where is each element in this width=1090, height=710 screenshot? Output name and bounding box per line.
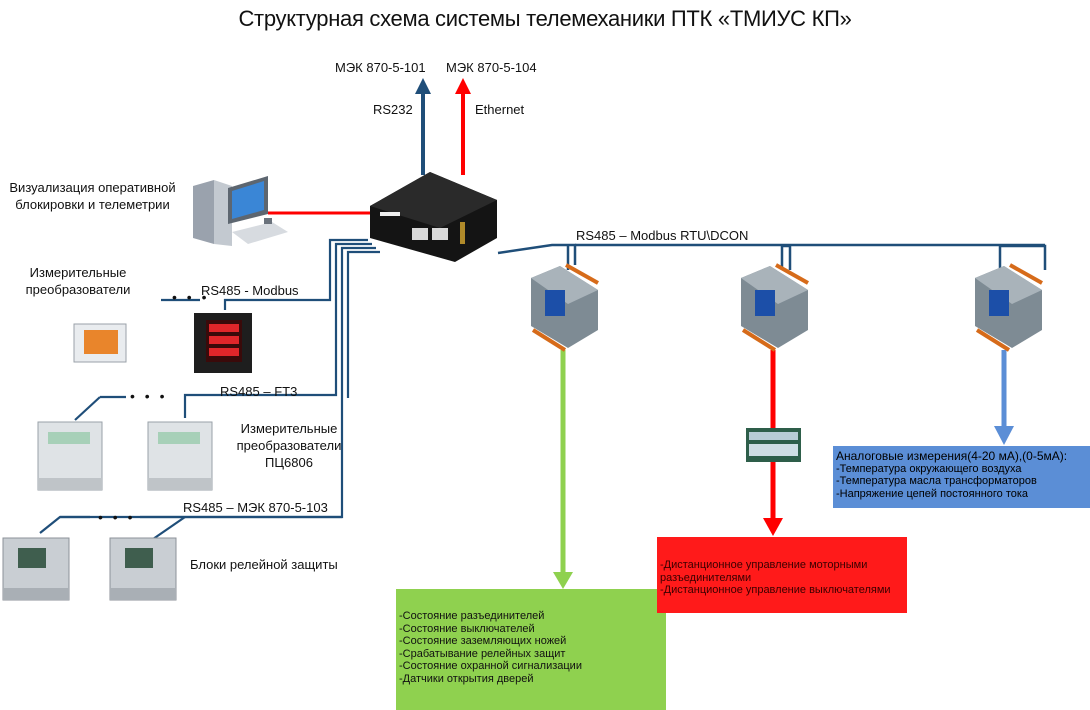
modbus-dcon-bus (497, 243, 1047, 270)
discrete-signal-item: -Состояние охранной сигнализации (399, 660, 582, 672)
icpcon-module-1-icon (531, 263, 599, 352)
measuring-transducer-icon (73, 323, 127, 363)
rs232-label: RS232 (373, 102, 413, 117)
discrete-signal-item: -Датчики открытия дверей (399, 672, 534, 685)
rs485-iec103-label: RS485 – МЭК 870-5-103 (183, 500, 328, 515)
discrete-signal-item: -Состояние разъединителей (399, 610, 545, 622)
discrete-signals-box: -Состояние разъединителей -Состояние вык… (396, 589, 666, 710)
rs485-ft3-label: RS485 – FT3 (220, 384, 298, 399)
analog-measurement-item: -Напряжение цепей постоянного тока (836, 487, 1029, 500)
rs485-modbus-label: RS485 - Modbus (201, 283, 299, 298)
relay-board-icon (746, 428, 801, 462)
icpcon-module-3-icon (975, 263, 1043, 352)
power-meter-icon (194, 313, 252, 373)
ethernet-label: Ethernet (475, 102, 525, 117)
relay-protection-1-icon (2, 537, 70, 601)
pc6806-device-1-icon (37, 421, 103, 491)
remote-control-item: -Дистанционное управление моторными разъ… (660, 559, 868, 584)
router-device-icon (370, 172, 497, 262)
pc6806-device-2-icon (147, 421, 213, 491)
rs232-arrow (415, 78, 431, 175)
modbus-dcon-label: RS485 – Modbus RTU\DCON (576, 228, 749, 243)
analog-measurements-heading: Аналоговые измерения(4-20 мА),(0-5мА): (836, 449, 1068, 463)
relay-protection-2-icon (109, 537, 177, 601)
green-arrow (553, 350, 573, 589)
dots-iec103: • • • (98, 509, 136, 525)
ethernet-arrow (455, 78, 471, 175)
visualization-label: Визуализация оперативной блокировки и те… (9, 180, 176, 212)
iec101-label: МЭК 870-5-101 (335, 60, 426, 75)
remote-control-box: -Дистанционное управление моторными разъ… (657, 537, 907, 613)
iec104-label: МЭК 870-5-104 (446, 60, 537, 75)
relay-protection-label: Блоки релейной защиты (190, 557, 338, 572)
blue-arrow (994, 350, 1014, 445)
discrete-signal-item: -Срабатывание релейных защит (399, 647, 566, 660)
icpcon-module-2-icon (741, 263, 809, 352)
discrete-signal-item: -Состояние заземляющих ножей (399, 635, 567, 647)
diagram-title: Структурная схема системы телемеханики П… (238, 6, 852, 31)
analog-measurement-item: -Температура окружающего воздуха (836, 462, 1022, 475)
analog-measurement-item: -Температура масла трансформаторов (836, 475, 1037, 487)
workstation-icon (193, 176, 288, 246)
discrete-signal-item: -Состояние выключателей (399, 622, 535, 635)
transducers-pc6806-label: Измерительные преобразователи ПЦ6806 (236, 421, 342, 470)
dots-ft3: • • • (130, 388, 168, 404)
dots-modbus: • • • (172, 289, 210, 305)
remote-control-item: -Дистанционное управление выключателями (660, 584, 891, 596)
analog-measurements-box: Аналоговые измерения(4-20 мА),(0-5мА): -… (833, 446, 1090, 508)
transducers-label: Измерительные преобразователи (25, 265, 131, 297)
